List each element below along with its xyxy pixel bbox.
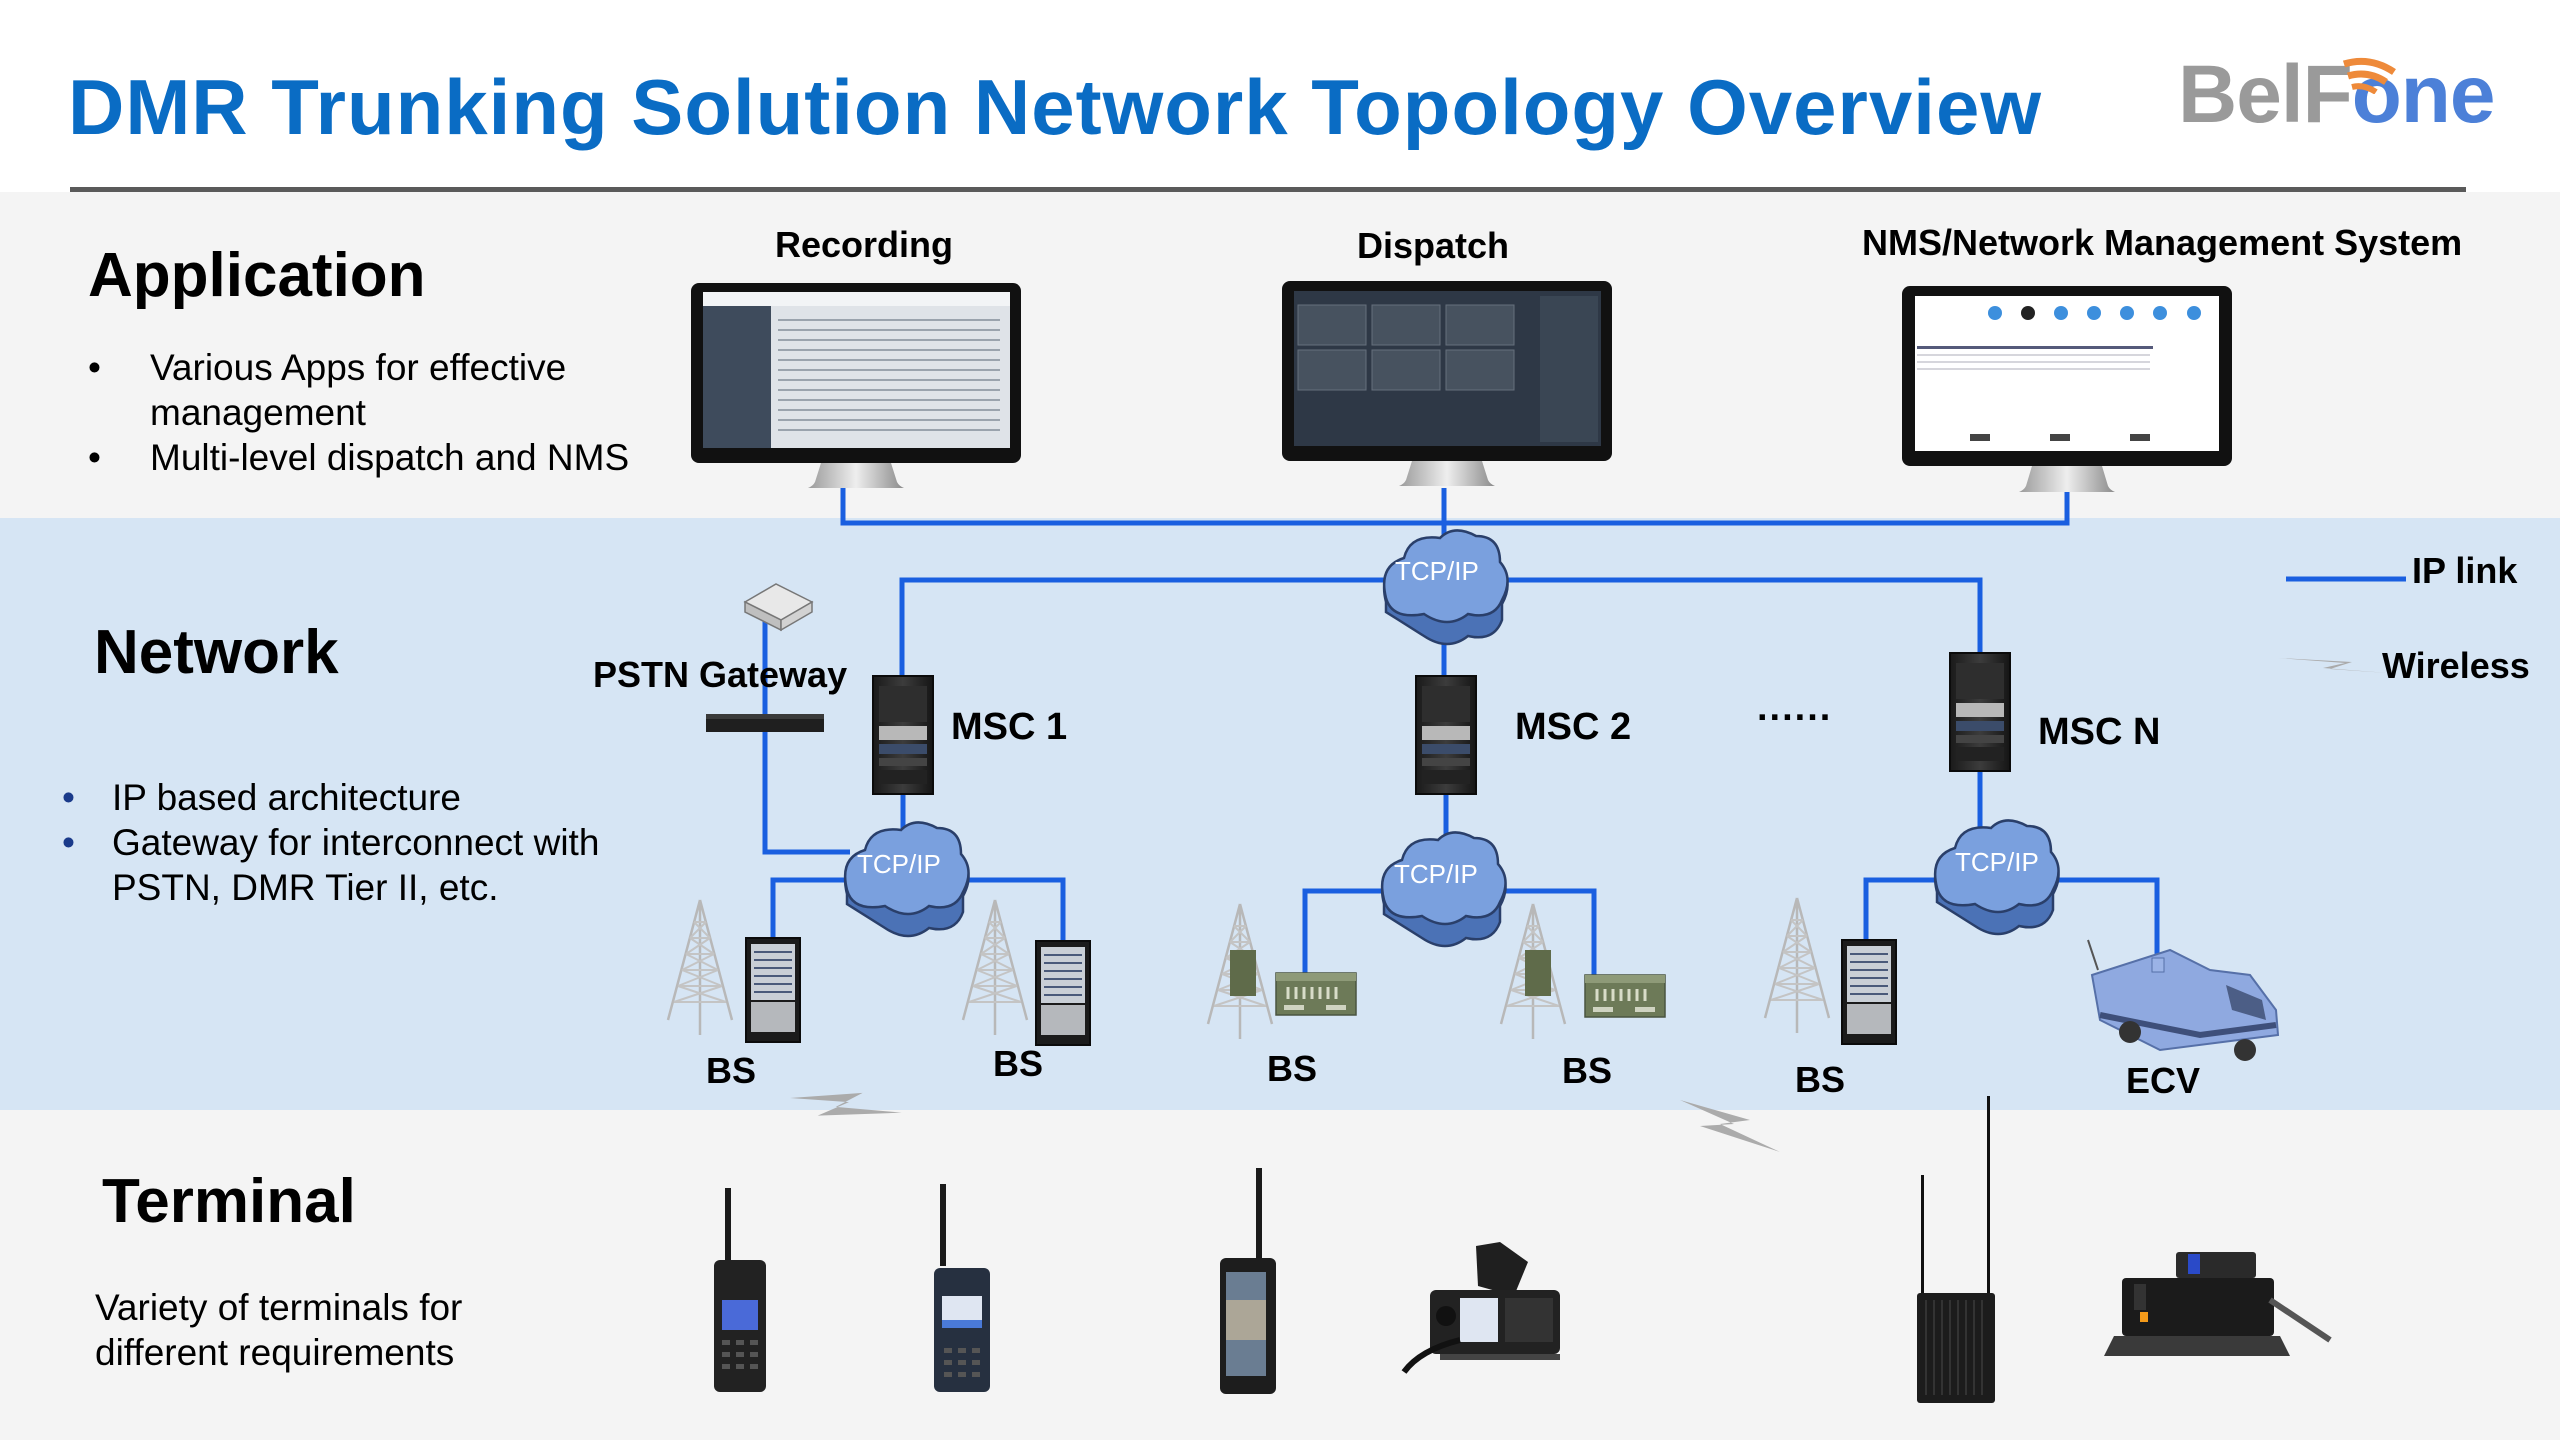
terminal-description: Variety of terminals for different requi…: [95, 1287, 463, 1373]
monitor-recording-icon: [691, 283, 1021, 488]
bs-rack-icon: [1035, 940, 1091, 1046]
bs-label: BS: [706, 1050, 757, 1091]
mscn-rack-icon: [1949, 652, 2011, 772]
ecv-vehicle-icon: [2087, 939, 2280, 1061]
bs-tower-icon: [666, 898, 734, 1037]
mobile-radio-icon: [1401, 1242, 1560, 1374]
handheld-radio-icon: [714, 1188, 766, 1392]
recording-label: Recording: [775, 224, 954, 265]
core-cloud-label: TCP/IP: [1395, 556, 1479, 586]
dispatch-label: Dispatch: [1357, 225, 1510, 266]
pstn-gateway-label: PSTN Gateway: [593, 654, 848, 695]
msc2-label: MSC 2: [1515, 706, 1632, 748]
core-tcpip-cloud-icon: [1382, 529, 1509, 646]
application-bullet-2: •Multi-level dispatch and NMS: [88, 437, 630, 478]
bs-label: BS: [993, 1043, 1044, 1084]
msc-ellipsis: ......: [1757, 687, 1833, 729]
bs-box-icon: [1583, 973, 1667, 1019]
msc2-cloud-label: TCP/IP: [1394, 859, 1478, 889]
msc1-rack-icon: [872, 675, 934, 795]
bs-rack-icon: [745, 937, 801, 1043]
smartphone-radio-icon: [1220, 1168, 1276, 1394]
ip-link-lines: [762, 488, 2160, 975]
vehicle-radio-icon: [2104, 1252, 2332, 1356]
wifi-waves-icon: [2342, 57, 2396, 94]
bs-box-icon: [1274, 971, 1358, 1017]
bs-label: BS: [1562, 1050, 1613, 1091]
bs-tower-icon: [1763, 896, 1831, 1035]
network-heading: Network: [94, 618, 339, 687]
title-divider: [70, 187, 2466, 192]
page-title: DMR Trunking Solution Network Topology O…: [68, 63, 2042, 151]
belfone-logo: BelFone: [2178, 48, 2495, 142]
nms-label: NMS/Network Management System: [1862, 222, 2463, 263]
mscn-label: MSC N: [2038, 711, 2161, 753]
msc1-label: MSC 1: [951, 706, 1068, 748]
bs-antenna-unit-icon: [1230, 950, 1256, 996]
pstn-gateway-icon: [706, 583, 824, 732]
network-bullets: •IP based architecture •Gateway for inte…: [62, 775, 702, 910]
wireless-bolt-icon: [1680, 1100, 1780, 1152]
msc1-cloud-label: TCP/IP: [857, 849, 941, 879]
network-bullet-1: •IP based architecture: [62, 777, 461, 818]
logo-text-bel: Bel: [2178, 49, 2304, 140]
application-heading: Application: [88, 241, 426, 310]
handheld-radio-icon: [934, 1184, 990, 1392]
ecv-label: ECV: [2126, 1060, 2201, 1101]
manpack-radio-icon: [1917, 1096, 1995, 1403]
monitor-nms-icon: [1902, 286, 2232, 492]
bs-rack-icon: [1841, 939, 1897, 1045]
terminal-band: [0, 1110, 2560, 1440]
bs-antenna-unit-icon: [1525, 950, 1551, 996]
msc2-rack-icon: [1415, 675, 1477, 795]
legend-wireless-label: Wireless: [2382, 645, 2530, 686]
terminal-heading: Terminal: [102, 1167, 356, 1236]
legend-wireless-bolt-icon: [2278, 658, 2388, 673]
monitor-dispatch-icon: [1282, 281, 1612, 486]
legend-ip-link-label: IP link: [2412, 550, 2518, 591]
bs-tower-icon: [961, 898, 1029, 1037]
bs-label: BS: [1795, 1059, 1846, 1100]
wireless-bolt-icon: [790, 1063, 902, 1147]
bs-label: BS: [1267, 1048, 1318, 1089]
mscn-cloud-label: TCP/IP: [1955, 847, 2039, 877]
